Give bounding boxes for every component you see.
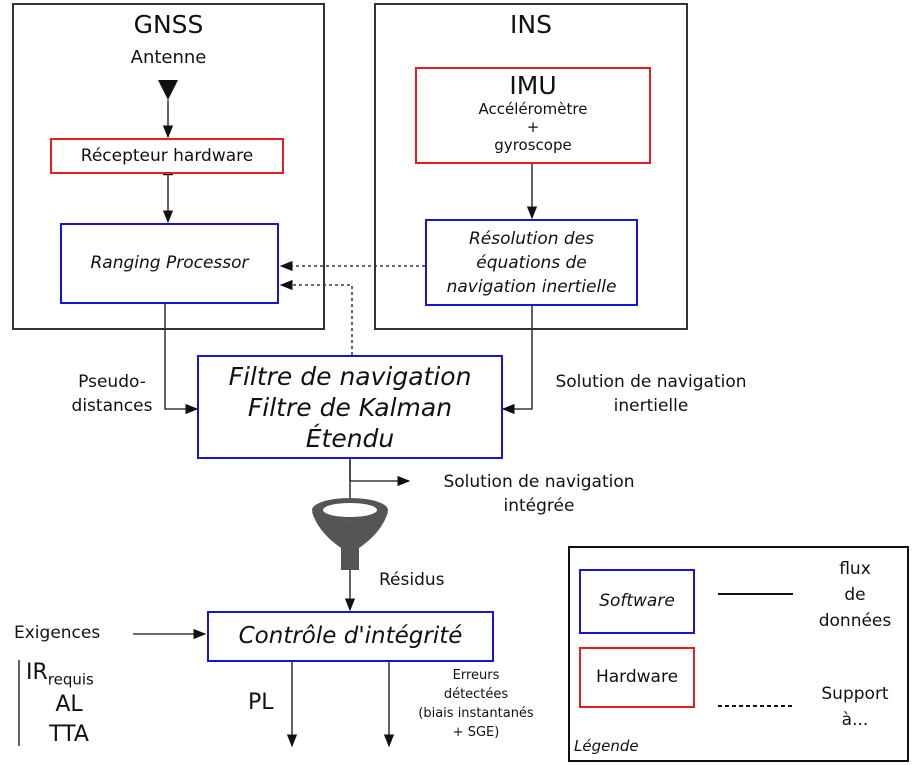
- ranging-processor-box: Ranging Processor: [60, 223, 279, 304]
- arrow-ranging-to-filter: [164, 304, 199, 415]
- imu-line3: gyroscope: [494, 136, 572, 154]
- ir-text: IR: [26, 660, 48, 685]
- inertial-solution-line2: inertielle: [613, 396, 689, 416]
- legend-hardware-box: Hardware: [579, 647, 695, 708]
- integrated-solution-line1: Solution de navigation: [443, 472, 635, 492]
- legend-software-label: Software: [599, 591, 675, 611]
- integrity-control-label: Contrôle d'intégrité: [238, 623, 463, 649]
- pl-label: PL: [248, 690, 274, 715]
- resolution-line1: Résolution des: [468, 229, 595, 249]
- errors-line3: (biais instantanés: [418, 706, 534, 721]
- resolution-box: Résolution des équations de navigation i…: [425, 219, 638, 306]
- legend-support-label: Support à...: [800, 681, 910, 733]
- filter-line3: Étendu: [305, 424, 395, 453]
- legend-software-box: Software: [579, 569, 695, 634]
- pseudo-distances-line2: distances: [71, 396, 153, 416]
- legend-frame: [568, 546, 909, 762]
- filter-line2: Filtre de Kalman: [247, 393, 453, 422]
- legend-flux-label: flux de données: [800, 556, 910, 634]
- pseudo-distances-line1: Pseudo-: [78, 372, 146, 392]
- legend-flux-line3: données: [818, 611, 892, 631]
- antenna-icon: [158, 80, 178, 100]
- imu-box: IMU Accéléromètre + gyroscope: [415, 67, 651, 164]
- filter-line1: Filtre de navigation: [228, 362, 472, 391]
- errors-line2: détectées: [443, 687, 509, 702]
- integrated-solution-label: Solution de navigation intégrée: [424, 470, 654, 518]
- imu-line1: Accéléromètre: [478, 100, 588, 118]
- legend-support-line2: à...: [841, 710, 869, 730]
- resolution-line3: navigation inertielle: [446, 277, 617, 297]
- inertial-solution-label: Solution de navigation inertielle: [536, 370, 766, 418]
- tta-label: TTA: [49, 722, 89, 747]
- ins-title: INS: [510, 10, 552, 39]
- ir-subscript: requis: [47, 670, 94, 689]
- ins-frame: [374, 3, 688, 330]
- inertial-solution-line1: Solution de navigation: [555, 372, 747, 392]
- legend-caption: Légende: [574, 737, 639, 755]
- ir-requis-label: IRrequis: [26, 660, 94, 688]
- legend-support-line1: Support: [821, 684, 889, 704]
- al-label: AL: [55, 692, 83, 717]
- exigences-label: Exigences: [14, 623, 101, 643]
- imu-line2: +: [526, 118, 540, 136]
- pseudo-distances-label: Pseudo- distances: [62, 370, 162, 418]
- receiver-box: Récepteur hardware: [50, 138, 284, 174]
- residus-label: Résidus: [379, 570, 445, 590]
- antenna-label: Antenne: [130, 47, 207, 68]
- errors-label: Erreurs détectées (biais instantanés + S…: [396, 666, 556, 742]
- errors-line4: + SGE): [452, 725, 500, 740]
- integrity-control-box: Contrôle d'intégrité: [207, 611, 494, 662]
- navigation-filter-box: Filtre de navigation Filtre de Kalman Ét…: [197, 355, 503, 459]
- errors-line1: Erreurs: [452, 668, 500, 683]
- arrow-filter-to-integrated-solution: [349, 459, 411, 487]
- integrated-solution-line2: intégrée: [503, 496, 575, 516]
- gnss-title: GNSS: [133, 10, 204, 39]
- arrow-resolution-to-filter: [501, 306, 533, 415]
- ranging-processor-label: Ranging Processor: [90, 253, 249, 273]
- receiver-label: Récepteur hardware: [80, 146, 254, 166]
- imu-title: IMU: [509, 71, 557, 100]
- gnss-frame: [12, 3, 325, 330]
- legend-flux-line1: flux: [839, 559, 871, 579]
- legend-hardware-label: Hardware: [595, 667, 679, 687]
- legend-flux-line2: de: [844, 585, 866, 605]
- resolution-line2: équations de: [476, 253, 587, 273]
- funnel-icon: [312, 498, 388, 570]
